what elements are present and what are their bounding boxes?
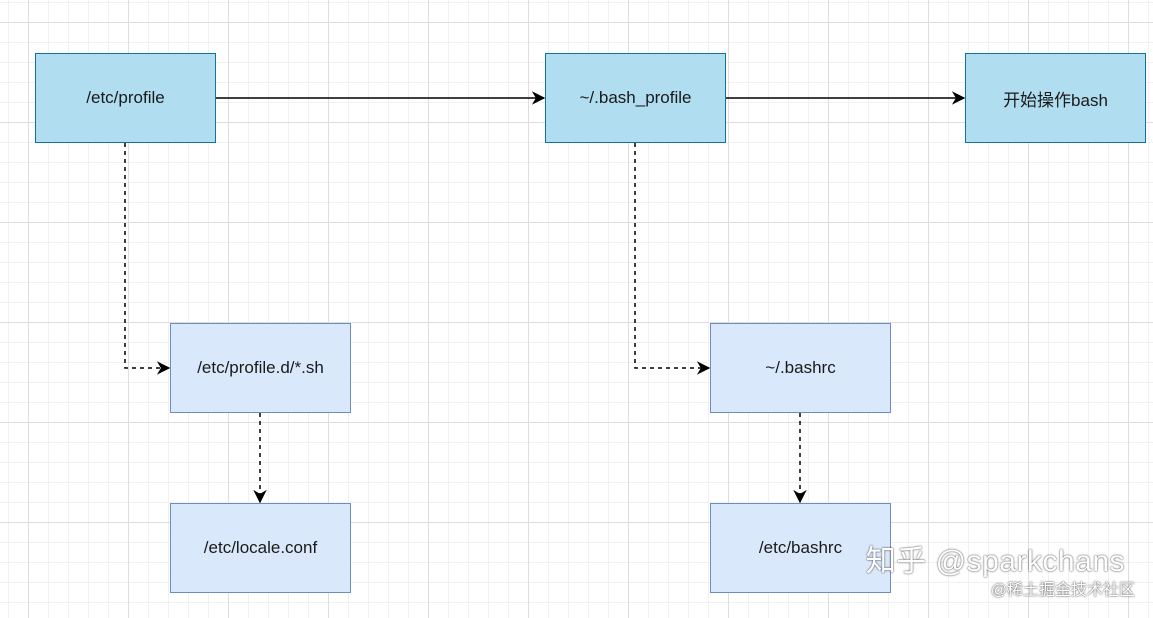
node-bash-profile[interactable]: ~/.bash_profile <box>545 53 726 143</box>
node-start-bash-label: 开始操作bash <box>1003 90 1108 110</box>
node-bashrc-home[interactable]: ~/.bashrc <box>710 323 891 413</box>
watermark-juejin: @稀土掘金技术社区 <box>990 582 1135 599</box>
edge-bash-profile-to-bashrc <box>634 143 711 375</box>
node-locale-conf[interactable]: /etc/locale.conf <box>170 503 351 593</box>
node-etc-profile[interactable]: /etc/profile <box>35 53 216 143</box>
node-etc-bashrc-label: /etc/bashrc <box>758 538 843 557</box>
edge-etc-profile-to-profile-d <box>124 143 171 375</box>
node-start-bash[interactable]: 开始操作bash <box>965 53 1146 143</box>
node-profile-d[interactable]: /etc/profile.d/*.sh <box>170 323 351 413</box>
node-bashrc-home-label: ~/.bashrc <box>765 358 836 377</box>
watermark-zhihu: 知乎 @sparkchans <box>865 545 1125 578</box>
node-etc-profile-label: /etc/profile <box>86 88 165 107</box>
node-etc-bashrc[interactable]: /etc/bashrc <box>710 503 891 593</box>
node-bash-profile-label: ~/.bash_profile <box>579 88 692 107</box>
node-profile-d-label: /etc/profile.d/*.sh <box>197 358 324 377</box>
node-locale-conf-label: /etc/locale.conf <box>203 538 318 557</box>
